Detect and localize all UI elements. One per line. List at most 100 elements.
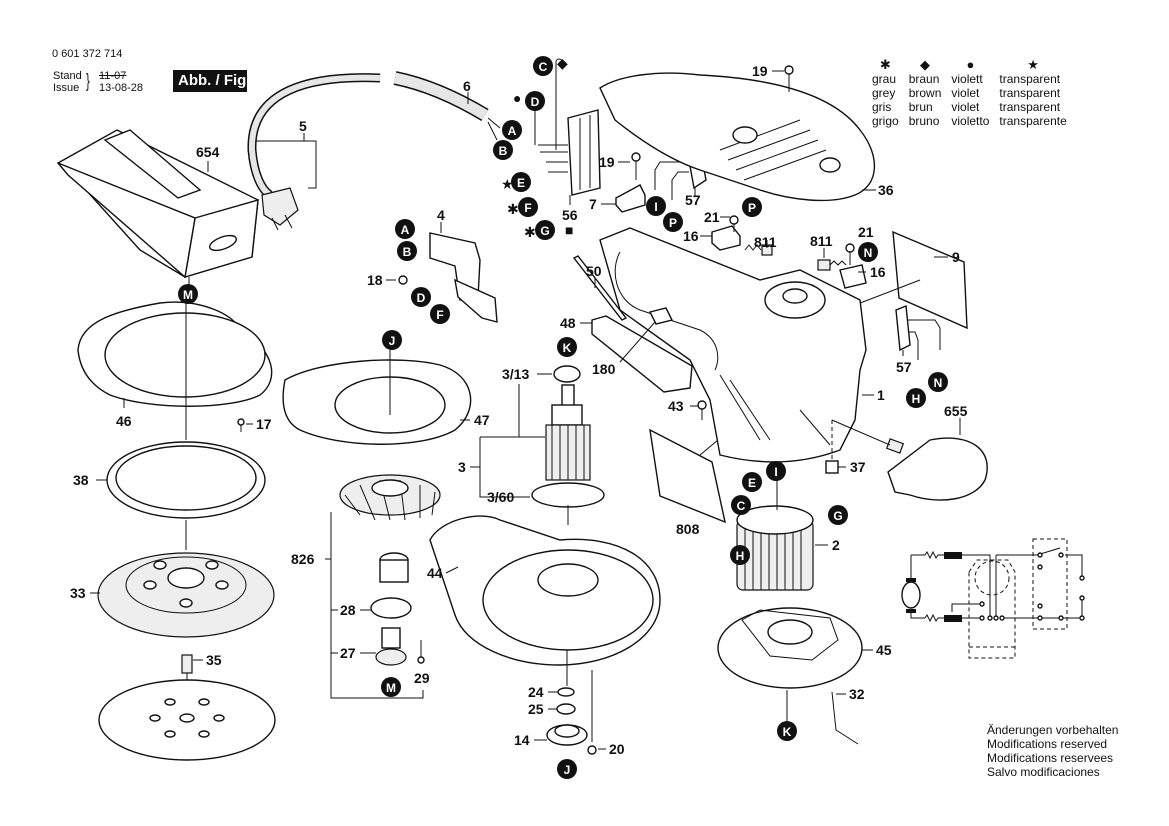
wire-color-symbol: ● [513,90,521,106]
brace: } [86,71,90,92]
connector-letter: F [524,201,531,215]
wire-color-symbol: ◆ [557,55,568,71]
part-label-45: 45 [876,642,892,658]
connector-letter: B [403,245,412,259]
connector-badge-j-top [382,330,402,350]
connector-badge-d-sw [411,287,431,307]
part-label-57b: 57 [896,359,912,375]
brush-holder-16a [711,215,741,251]
part-number: 0 601 372 714 [52,48,123,60]
connector-letter: M [386,681,396,695]
figure-label: Abb. / Fig. 1 [173,70,247,92]
brush-holder-16b [817,243,867,289]
connector-badge-k-bottom [777,721,797,741]
connector-letter: J [389,334,396,348]
part-label-3: 3 [458,459,466,475]
screw-17 [237,418,245,426]
connector-badge-p-right [742,197,762,217]
legend-cell: bruno [908,114,940,128]
connector-letter: E [517,176,525,190]
washer-24 [557,687,575,697]
part-label-16b: 16 [870,264,886,280]
spring-32 [831,691,859,745]
part-label-19a: 19 [599,154,615,170]
connector-badge-p-mid [663,212,683,232]
modifications-note: Änderungen vorbehalten Modifications res… [987,723,1118,779]
legend-cell: transparent [999,72,1061,86]
fan-shroud-47 [282,359,472,445]
part-label-180: 180 [592,361,616,377]
part-label-16a: 16 [683,228,699,244]
connector-letter: I [654,200,657,214]
stand-label: Stand [53,70,82,82]
connector-badge-n-lower [928,372,948,392]
air-guide-45 [717,607,863,689]
connector-letter: A [508,124,517,138]
screw-19a [631,152,641,180]
note-line-en: Modifications reserved [987,737,1108,751]
part-label-44: 44 [427,565,443,581]
connector-badge-a-sw [395,219,415,239]
connector-letter: N [934,376,943,390]
screw-35 [181,654,193,674]
wire-color-symbol: ✱ [507,201,519,217]
legend-row-it: grigo bruno violetto transparente [872,114,1077,128]
stand-date: 11-07 [99,70,127,82]
dust-bag-654 [56,129,259,279]
note-line-fr: Modifications reservees [987,751,1114,765]
connector-badge-d-top [525,91,545,111]
rail-48 [591,315,693,393]
connector-letter: M [183,288,193,302]
legend-cell: grey [872,86,896,100]
connector-badge-i-stator [766,461,786,481]
part-label-4: 4 [437,207,445,223]
connector-letter: D [417,291,426,305]
sanding-disc [98,679,276,761]
screw-20 [587,745,597,755]
part-label-48: 48 [560,315,576,331]
connector-badge-j-bottom [557,759,577,779]
connector-badge-a-cord [502,120,522,140]
stator-2 [736,505,814,591]
connector-letter: C [539,60,548,74]
connector-badge-c-top [533,56,553,76]
connector-badge-g-stator [828,505,848,525]
choke-top [944,552,962,559]
connector-letter: P [748,201,756,215]
legend-row-fr: gris brun violet transparent [872,100,1077,114]
legend-cell: braun [908,72,940,86]
note-line-de: Änderungen vorbehalten [987,723,1119,737]
sanding-pad-33 [97,552,275,638]
part-label-18: 18 [367,272,383,288]
part-label-9: 9 [952,249,960,265]
connector-letter: P [669,216,677,230]
issue-date: 13-08-28 [99,82,144,94]
housing-cover-36 [599,72,876,202]
connector-letter: D [531,95,540,109]
connector-badge-k-top [557,337,577,357]
knob-27 [375,648,407,666]
hex-key-50 [572,255,628,321]
legend-cell: violetto [951,114,990,128]
connector-letter: K [783,725,792,739]
connector-badge-g-left [535,220,555,240]
motor-housing-1 [599,227,867,463]
asterisk-symbol: ✱ [879,57,891,72]
part-label-27: 27 [340,645,356,661]
screw-19b [784,65,794,92]
part-label-3-13: 3/13 [502,366,529,382]
part-label-35: 35 [206,652,222,668]
connector-letter: G [540,224,549,238]
part-label-7: 7 [589,196,597,212]
legend-cell: transparent [999,86,1061,100]
part-label-5: 5 [299,118,307,134]
legend-cell: brown [908,86,942,100]
terminal-57b [895,305,941,360]
part-label-36: 36 [878,182,894,198]
part-label-38: 38 [73,472,89,488]
part-label-47: 47 [474,412,490,428]
legend-cell: gris [872,100,892,114]
wire-color-symbol: ✱ [524,224,536,240]
part-label-2: 2 [832,537,840,553]
